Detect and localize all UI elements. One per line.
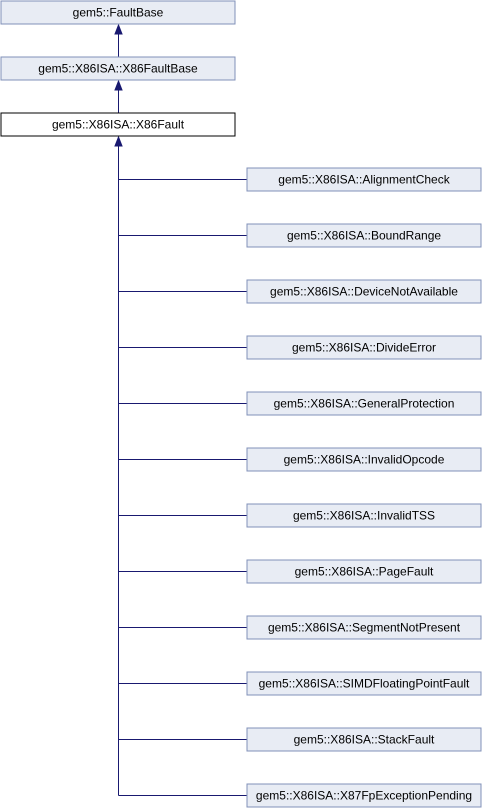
node-invalidtss[interactable]: gem5::X86ISA::InvalidTSS [246,503,482,528]
node-generalprotection-label: gem5::X86ISA::GeneralProtection [274,397,455,411]
node-pagefault-label: gem5::X86ISA::PageFault [295,565,434,579]
inheritance-arrow [114,23,123,35]
node-x87fpexceptionpending-label: gem5::X86ISA::X87FpExceptionPending [256,789,472,803]
node-boundrange[interactable]: gem5::X86ISA::BoundRange [246,223,482,248]
node-x86faultbase-label: gem5::X86ISA::X86FaultBase [38,62,198,76]
node-x86fault-label: gem5::X86ISA::X86Fault [52,118,185,132]
inheritance-arrow [114,79,123,91]
node-faultbase[interactable]: gem5::FaultBase [0,0,236,25]
node-alignmentcheck[interactable]: gem5::X86ISA::AlignmentCheck [246,167,482,192]
node-simdfloatingpointfault-label: gem5::X86ISA::SIMDFloatingPointFault [259,677,470,691]
derived-classes: gem5::X86ISA::AlignmentCheckgem5::X86ISA… [246,167,482,808]
node-stackfault-label: gem5::X86ISA::StackFault [294,733,435,747]
inheritance-edges [114,23,247,796]
node-invalidopcode[interactable]: gem5::X86ISA::InvalidOpcode [246,447,482,472]
node-pagefault[interactable]: gem5::X86ISA::PageFault [246,559,482,584]
node-alignmentcheck-label: gem5::X86ISA::AlignmentCheck [278,173,450,187]
node-divideerror[interactable]: gem5::X86ISA::DivideError [246,335,482,360]
node-devicenotavailable-label: gem5::X86ISA::DeviceNotAvailable [270,285,458,299]
node-segmentnotpresent-label: gem5::X86ISA::SegmentNotPresent [268,621,461,635]
node-stackfault[interactable]: gem5::X86ISA::StackFault [246,727,482,752]
node-devicenotavailable[interactable]: gem5::X86ISA::DeviceNotAvailable [246,279,482,304]
node-x86faultbase[interactable]: gem5::X86ISA::X86FaultBase [0,56,236,81]
node-x87fpexceptionpending[interactable]: gem5::X86ISA::X87FpExceptionPending [246,783,482,808]
node-generalprotection[interactable]: gem5::X86ISA::GeneralProtection [246,391,482,416]
node-invalidtss-label: gem5::X86ISA::InvalidTSS [293,509,435,523]
node-simdfloatingpointfault[interactable]: gem5::X86ISA::SIMDFloatingPointFault [246,671,482,696]
node-segmentnotpresent[interactable]: gem5::X86ISA::SegmentNotPresent [246,615,482,640]
node-boundrange-label: gem5::X86ISA::BoundRange [287,229,441,243]
node-invalidopcode-label: gem5::X86ISA::InvalidOpcode [284,453,445,467]
inheritance-arrow [114,135,123,147]
node-divideerror-label: gem5::X86ISA::DivideError [292,341,436,355]
node-x86fault[interactable]: gem5::X86ISA::X86Fault [0,112,236,137]
node-faultbase-label: gem5::FaultBase [73,6,164,20]
